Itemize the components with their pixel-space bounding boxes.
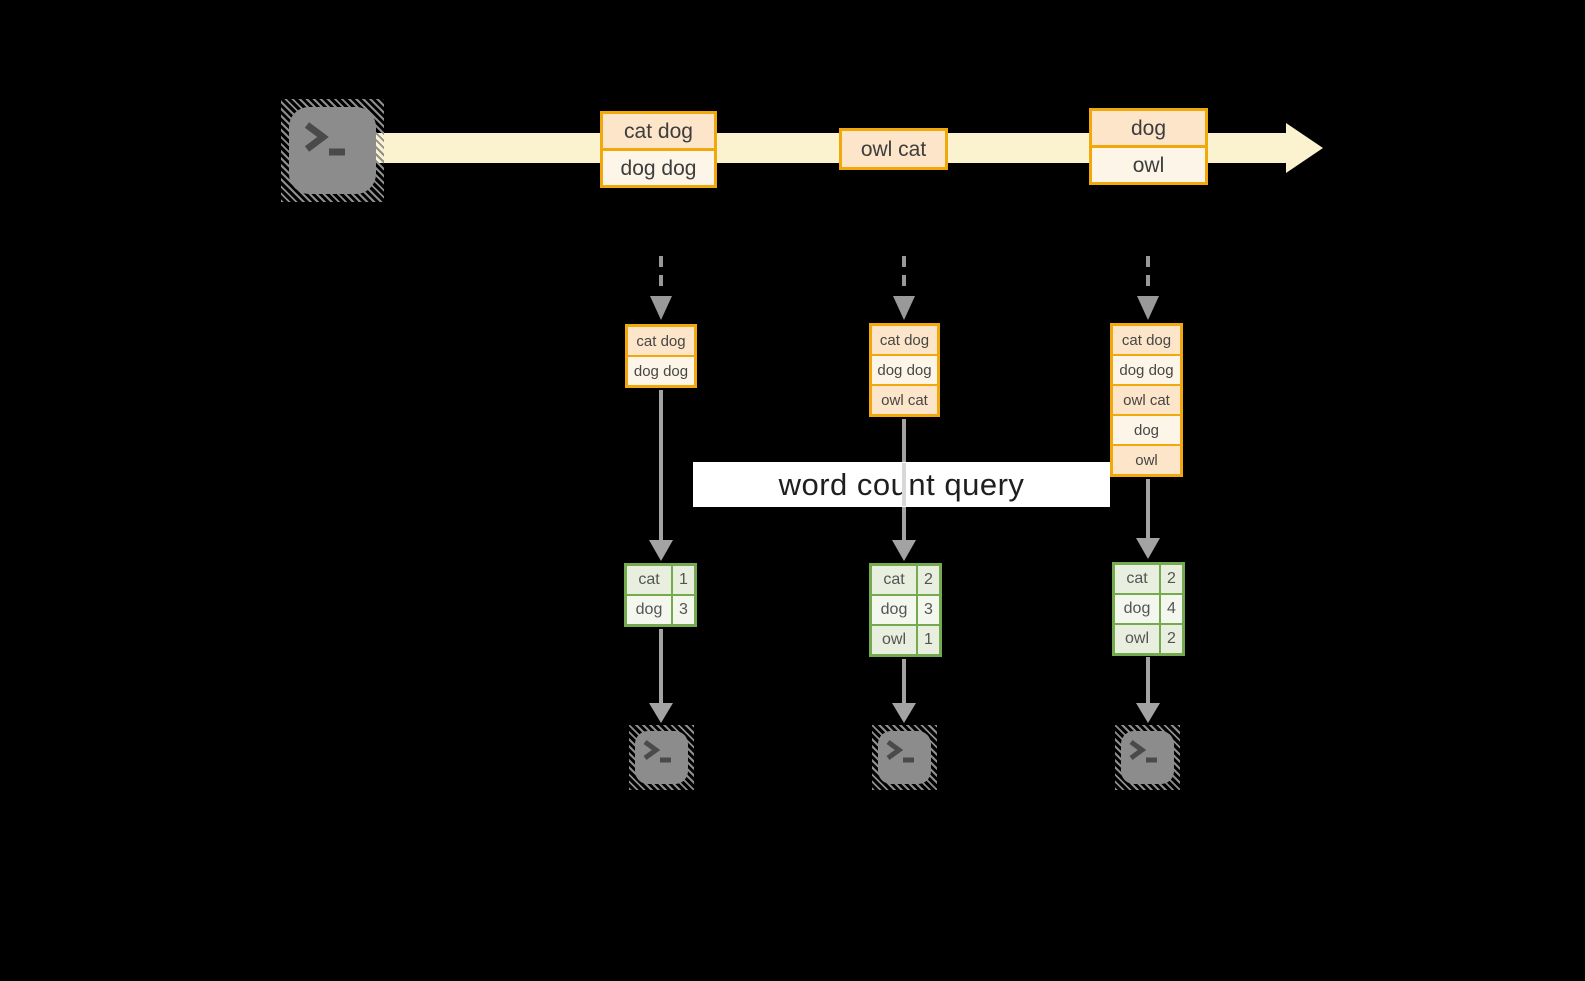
record-cell: dog dog [628,357,694,385]
word-cell: cat [627,566,671,594]
prompt-icon [886,739,914,763]
record-cell: dog [1113,416,1180,444]
record-cell: owl [1092,148,1205,182]
received-records-box: cat dog dog dog owl cat [869,323,940,417]
word-count-table: cat 1 dog 3 [624,563,697,627]
prompt-icon [1129,739,1157,763]
word-count-table: cat 2 dog 3 owl 1 [869,563,942,657]
terminal-icon [629,725,694,790]
terminal-icon [1115,725,1180,790]
word-cell: owl [1115,625,1159,653]
count-cell: 2 [1161,565,1182,593]
count-cell: 4 [1161,595,1182,623]
terminal-icon [281,99,384,202]
record-cell: dog dog [1113,356,1180,384]
word-cell: owl [872,626,916,654]
word-cell: dog [627,596,671,624]
record-cell: owl cat [1113,386,1180,414]
word-count-table: cat 2 dog 4 owl 2 [1112,562,1185,656]
count-cell: 1 [673,566,694,594]
arrow-through-banner [902,463,906,506]
record-cell: owl cat [842,131,945,167]
record-cell: cat dog [603,114,714,148]
record-cell: dog dog [872,356,937,384]
record-cell: dog dog [603,151,714,185]
word-cell: dog [872,596,916,624]
query-arrow [649,390,1160,561]
query-label: word count query [693,462,1110,507]
output-arrow [649,629,1160,723]
stream-batch: owl cat [839,128,948,170]
ingest-arrow-dashed [650,256,1159,320]
record-cell: owl cat [872,386,937,414]
record-cell: dog [1092,111,1205,145]
received-records-box: cat dog dog dog [625,324,697,388]
prompt-icon [304,122,345,156]
prompt-icon [643,739,671,763]
count-cell: 3 [918,596,939,624]
record-cell: cat dog [628,327,694,355]
count-cell: 2 [1161,625,1182,653]
record-cell: owl [1113,446,1180,474]
stream-batch: dog owl [1089,108,1208,185]
count-cell: 2 [918,566,939,594]
record-cell: cat dog [872,326,937,354]
word-cell: dog [1115,595,1159,623]
count-cell: 1 [918,626,939,654]
terminal-icon [872,725,937,790]
count-cell: 3 [673,596,694,624]
record-cell: cat dog [1113,326,1180,354]
word-cell: cat [872,566,916,594]
stream-batch: cat dog dog dog [600,111,717,188]
received-records-box: cat dog dog dog owl cat dog owl [1110,323,1183,477]
word-cell: cat [1115,565,1159,593]
